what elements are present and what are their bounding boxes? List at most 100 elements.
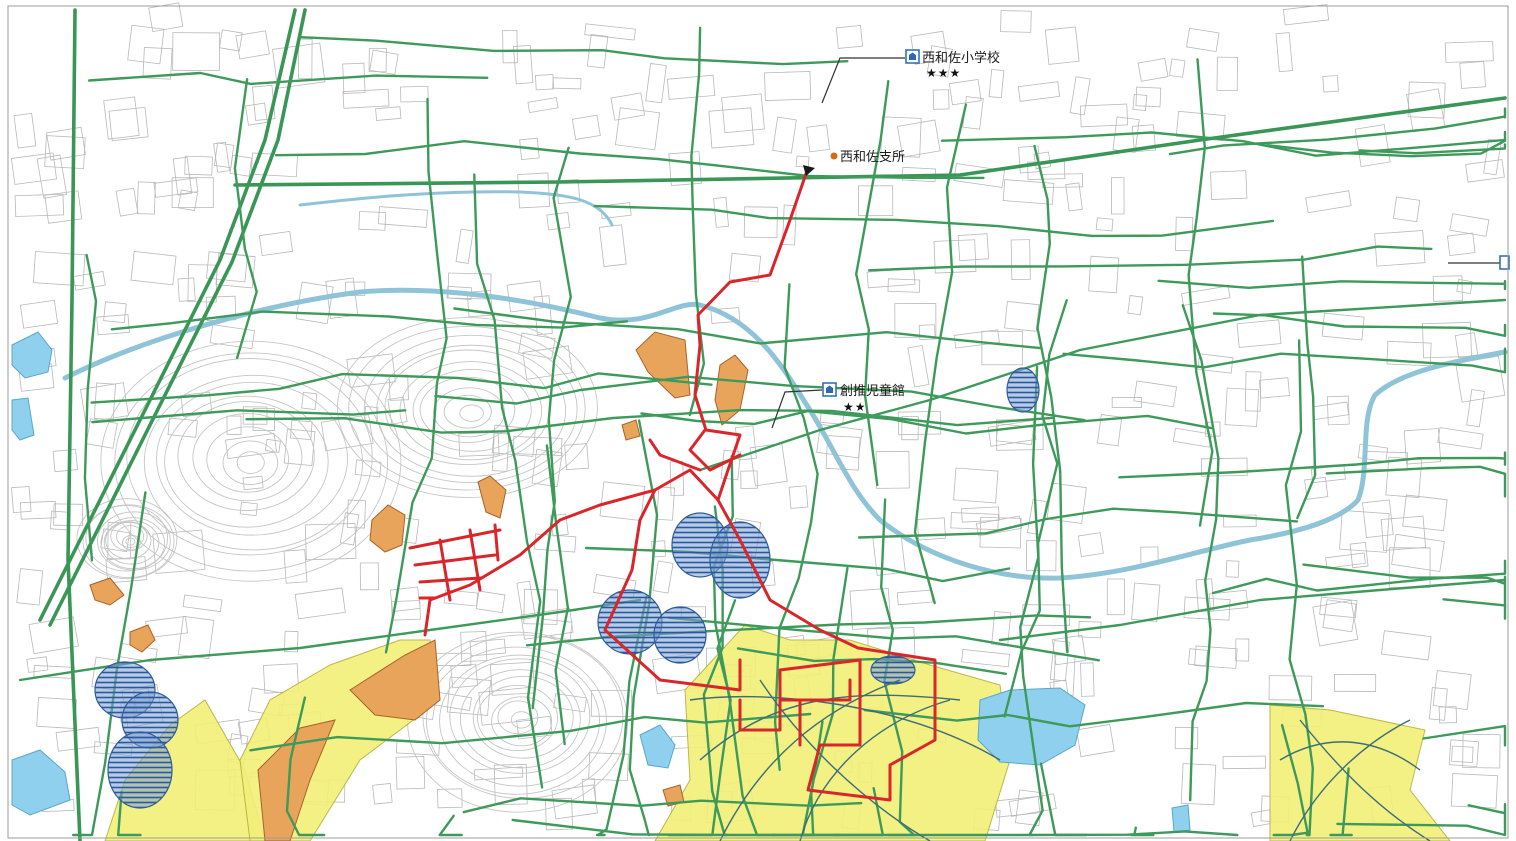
local-road <box>285 696 326 837</box>
contour-line <box>491 696 553 747</box>
parcel <box>1010 239 1031 281</box>
local-road <box>773 283 819 771</box>
parcel <box>1111 396 1142 408</box>
school-leader <box>821 57 905 104</box>
local-road <box>857 507 1299 539</box>
parcel <box>1407 81 1446 119</box>
hatched-zone-4 <box>653 606 707 664</box>
parcel <box>177 277 196 302</box>
local-road <box>531 146 572 710</box>
parcel <box>590 689 633 717</box>
parcel <box>1268 675 1313 701</box>
parcel <box>339 512 360 546</box>
local-road <box>117 790 142 837</box>
contour-line <box>192 413 303 502</box>
parcel <box>545 797 573 831</box>
contour-line <box>100 517 166 570</box>
contour-line <box>105 521 152 560</box>
branch-marker[interactable]: 西和佐支所 <box>830 150 906 165</box>
parcel <box>26 656 49 673</box>
parcel <box>368 47 387 73</box>
parcel <box>55 726 101 752</box>
parcel <box>400 85 429 103</box>
community-leader <box>771 389 823 429</box>
parcel <box>395 756 426 790</box>
parcel <box>1224 387 1260 427</box>
contour-line <box>412 369 532 452</box>
parcel <box>1200 457 1248 477</box>
parcel <box>1454 332 1479 359</box>
parcel <box>1325 552 1366 569</box>
landslide-zone-9 <box>621 419 641 441</box>
contour-line <box>459 404 484 422</box>
parcel <box>460 631 488 662</box>
parcel <box>1393 196 1421 223</box>
parcel <box>887 278 921 293</box>
community-marker[interactable]: 創推児童館 ★★ <box>822 382 905 414</box>
parcel <box>1197 353 1234 374</box>
contour-line <box>82 504 175 579</box>
local-road <box>245 408 1053 434</box>
parcel <box>933 239 977 274</box>
parcel <box>1432 275 1463 302</box>
parcel <box>897 119 941 158</box>
parcel <box>743 206 778 239</box>
parcel <box>44 190 83 224</box>
parcel <box>599 481 646 521</box>
parcel <box>294 587 346 620</box>
local-road <box>1003 299 1068 718</box>
parcel <box>242 406 268 425</box>
landslide-zone-5 <box>89 577 125 606</box>
local-road <box>91 409 407 424</box>
contour-layer <box>76 317 629 813</box>
contour-line <box>125 537 136 546</box>
road-expressway-a <box>38 8 297 622</box>
parcel <box>1312 599 1359 647</box>
parcel <box>523 588 559 625</box>
local-road <box>473 173 544 789</box>
parcel <box>1065 182 1083 212</box>
contour-line <box>122 534 142 551</box>
parcel <box>918 324 936 341</box>
parcel <box>961 506 1000 523</box>
parcel <box>96 314 130 336</box>
contour-line <box>477 684 558 752</box>
parcel <box>437 788 463 809</box>
parcel <box>1354 124 1391 167</box>
parcel <box>652 560 674 594</box>
parcel <box>1322 75 1339 93</box>
transit-line-6 <box>1279 741 1421 771</box>
pond-west-2 <box>11 397 35 441</box>
parcel <box>1449 213 1490 237</box>
parcel <box>10 152 57 185</box>
pond-sw <box>11 749 71 816</box>
parcel <box>11 485 32 514</box>
parcel <box>1195 578 1215 613</box>
parcel <box>1422 321 1472 359</box>
evacuation-route <box>408 166 937 802</box>
parcel <box>1374 230 1426 267</box>
parcel <box>1180 763 1217 806</box>
east-edge-marker <box>1499 255 1510 270</box>
local-road <box>299 36 849 66</box>
parcel <box>358 211 387 231</box>
local-road <box>249 712 812 752</box>
contour-line <box>376 344 567 477</box>
route-loop-south <box>738 658 937 802</box>
parcel <box>1459 61 1486 89</box>
contour-line <box>425 646 607 795</box>
parcel <box>458 431 500 457</box>
dot-icon <box>830 152 838 160</box>
landslide-zone-8 <box>257 719 336 841</box>
parcel <box>1002 179 1055 205</box>
parcel <box>1282 4 1330 26</box>
route-west-grid <box>408 523 502 602</box>
school-marker[interactable]: 西和佐小学校 ★★★ <box>905 49 1000 80</box>
contour-line <box>449 658 591 774</box>
parcel <box>1385 456 1423 499</box>
parcel <box>518 332 556 359</box>
local-road <box>1336 820 1507 837</box>
parcel <box>391 600 421 621</box>
parcel <box>258 230 293 257</box>
